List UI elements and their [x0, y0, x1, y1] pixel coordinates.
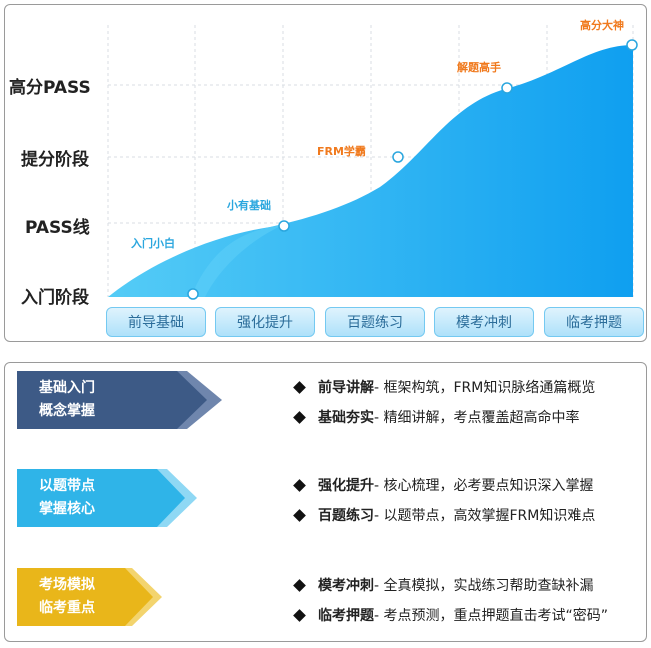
diamond-bullet-icon: [293, 508, 306, 522]
stage-button[interactable]: 临考押题: [544, 307, 644, 337]
item-title: 模考冲刺: [318, 578, 374, 594]
phase-item: 百题练习 - 以题带点，高效掌握FRM知识难点: [293, 505, 596, 525]
item-text: - 精细讲解，考点覆盖超高命中率: [374, 410, 580, 426]
phase-item: 强化提升 - 核心梳理，必考要点知识深入掌握: [293, 475, 594, 495]
badge-line: 考场模拟: [39, 577, 95, 593]
badge-line: 临考重点: [39, 600, 95, 616]
diamond-bullet-icon: [293, 410, 306, 424]
y-level-label: 高分PASS: [9, 78, 91, 98]
badge-arrow-shape: [17, 371, 222, 429]
stage-button[interactable]: 模考冲刺: [434, 307, 534, 337]
badge-arrow-shape: [17, 469, 197, 527]
phase-item: 前导讲解 - 框架构筑，FRM知识脉络通篇概览: [293, 377, 596, 397]
stage-button[interactable]: 强化提升: [215, 307, 315, 337]
diamond-bullet-icon: [293, 380, 306, 394]
item-text: - 以题带点，高效掌握FRM知识难点: [374, 508, 596, 524]
item-text: - 框架构筑，FRM知识脉络通篇概览: [374, 380, 596, 396]
milestone-label: 小有基础: [227, 199, 271, 212]
y-level-label: 入门阶段: [21, 288, 89, 308]
item-title: 强化提升: [318, 478, 374, 494]
growth-curve-chart: [107, 25, 638, 300]
milestone-label: FRM学霸: [317, 145, 366, 158]
diamond-bullet-icon: [293, 478, 306, 492]
milestone-label: 解题高手: [457, 61, 501, 74]
milestone-marker: [278, 220, 290, 232]
item-text: - 考点预测，重点押题直击考试“密码”: [374, 608, 609, 624]
phase-item: 临考押题 - 考点预测，重点押题直击考试“密码”: [293, 605, 609, 625]
milestone-label: 入门小白: [131, 237, 175, 250]
phase-item: 模考冲刺 - 全真模拟，实战练习帮助查缺补漏: [293, 575, 594, 595]
phases-panel: 基础入门 概念掌握 前导讲解 - 框架构筑，FRM知识脉络通篇概览 基础夯实 -…: [4, 362, 647, 642]
milestone-label: 高分大神: [580, 19, 624, 32]
y-level-label: 提分阶段: [21, 150, 89, 170]
phase-item: 基础夯实 - 精细讲解，考点覆盖超高命中率: [293, 407, 580, 427]
badge-line: 以题带点: [39, 478, 95, 494]
milestone-marker: [392, 151, 404, 163]
item-text: - 核心梳理，必考要点知识深入掌握: [374, 478, 594, 494]
growth-chart-panel: 高分PASS 提分阶段 PASS线 入门阶段 入门小白 小有基础 FRM学霸 解…: [4, 4, 647, 342]
item-title: 百题练习: [318, 508, 374, 524]
diamond-bullet-icon: [293, 608, 306, 622]
badge-line: 基础入门: [39, 380, 95, 396]
phase-badge: 以题带点 掌握核心: [17, 469, 222, 527]
item-title: 临考押题: [318, 608, 374, 624]
milestone-marker: [187, 288, 199, 300]
item-title: 基础夯实: [318, 410, 374, 426]
stage-button[interactable]: 前导基础: [106, 307, 206, 337]
milestone-marker: [501, 82, 513, 94]
badge-line: 概念掌握: [39, 403, 95, 419]
phase-badge: 考场模拟 临考重点: [17, 568, 222, 626]
badge-arrow-shape: [17, 568, 162, 626]
item-text: - 全真模拟，实战练习帮助查缺补漏: [374, 578, 594, 594]
y-level-label: PASS线: [25, 218, 90, 238]
curve-main-area: [108, 45, 633, 297]
item-title: 前导讲解: [318, 380, 374, 396]
phase-badge: 基础入门 概念掌握: [17, 371, 222, 429]
stage-button[interactable]: 百题练习: [325, 307, 425, 337]
diamond-bullet-icon: [293, 578, 306, 592]
badge-line: 掌握核心: [39, 501, 95, 517]
milestone-marker: [626, 39, 638, 51]
curve-inner-shade: [191, 225, 283, 297]
